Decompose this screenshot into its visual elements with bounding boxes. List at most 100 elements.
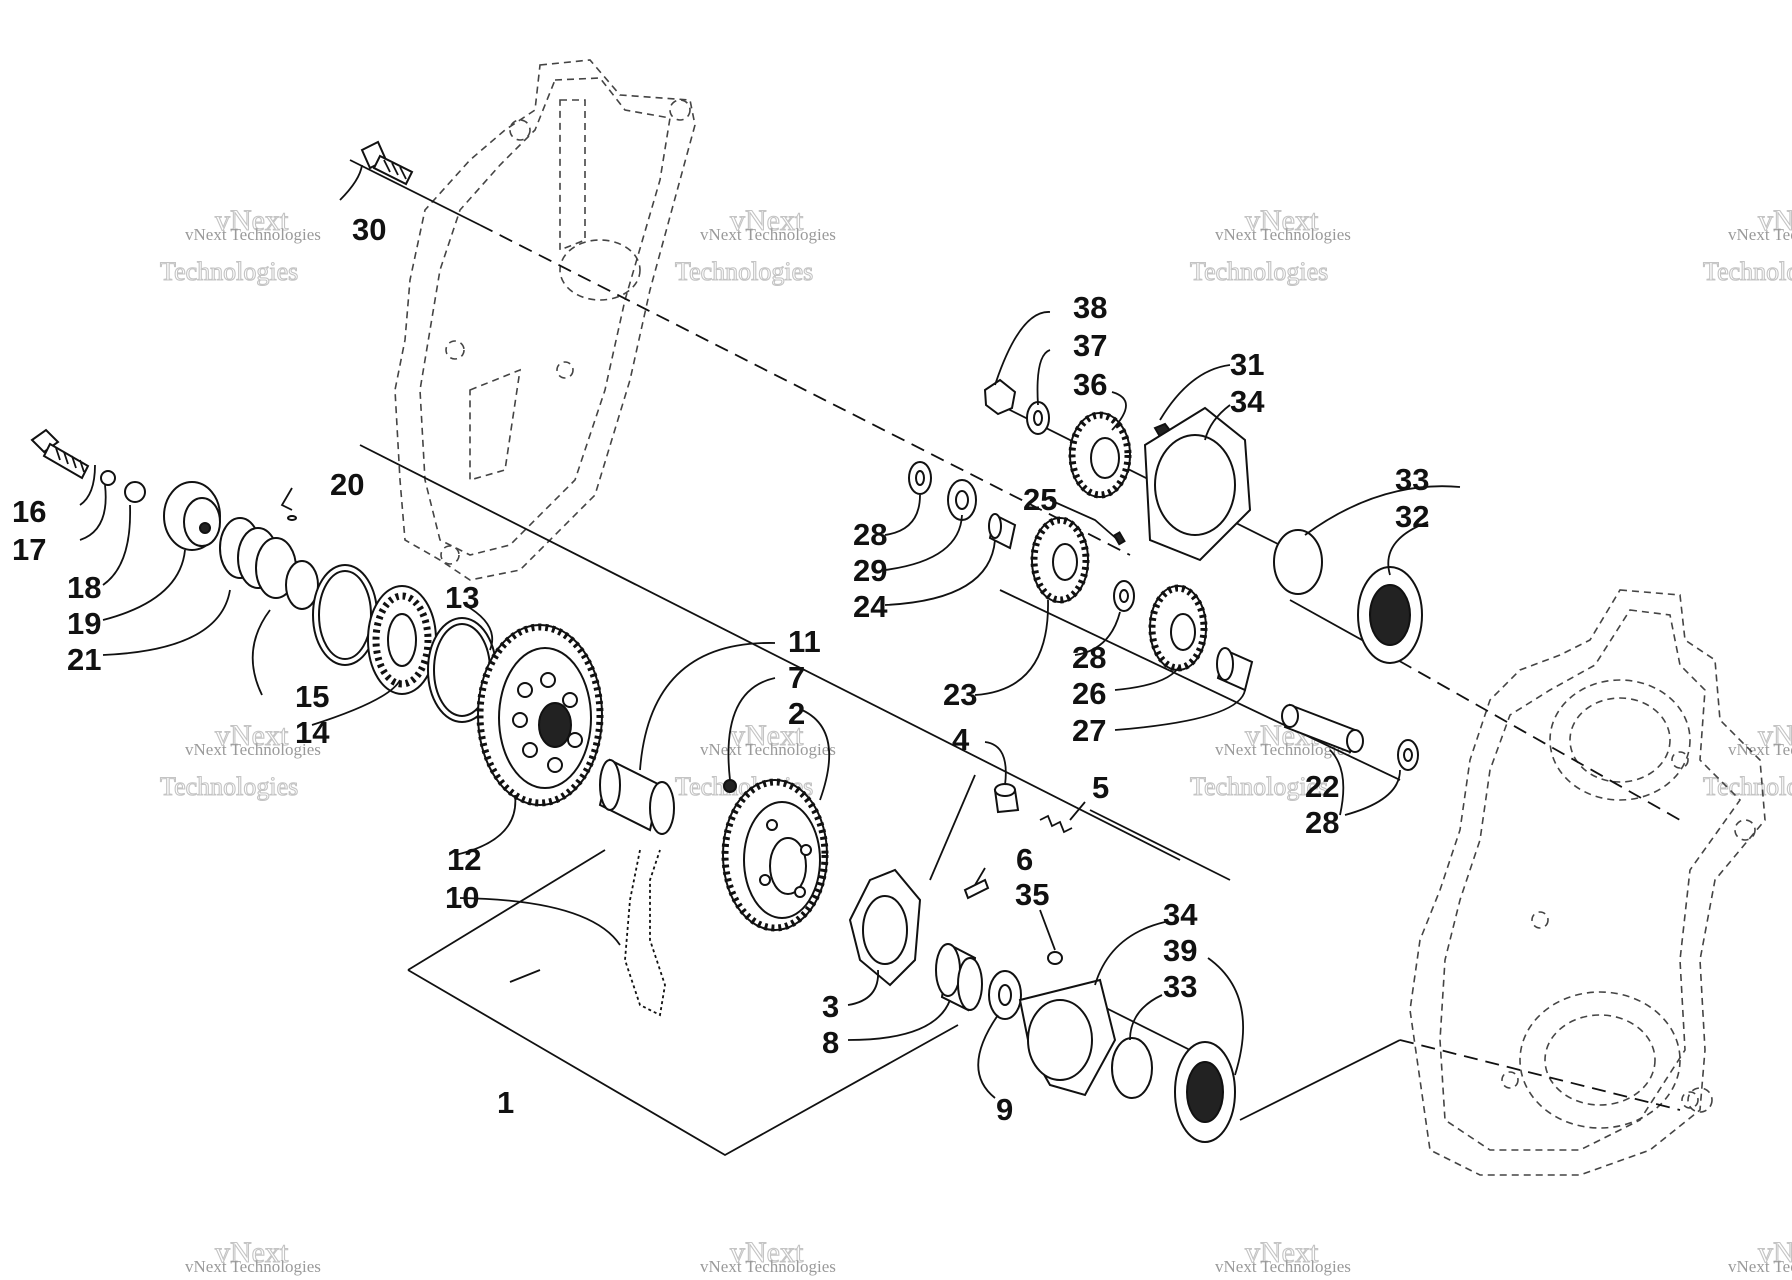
callout-1: 1	[497, 1085, 514, 1120]
callout-36: 36	[1073, 367, 1107, 402]
watermark-text: vNext	[215, 719, 289, 752]
callout-11: 11	[788, 624, 821, 659]
watermark-text: vNext	[1758, 1236, 1792, 1269]
callout-39: 39	[1163, 933, 1197, 968]
gear-26	[1148, 584, 1208, 672]
callout-35: 35	[1015, 877, 1049, 912]
sprocket-12	[476, 623, 604, 807]
watermark-text: vNext Technologies	[1728, 225, 1792, 244]
callout-20: 20	[330, 467, 364, 502]
washer-29	[947, 479, 977, 521]
brake-plate-3	[848, 868, 922, 987]
callout-26: 26	[1072, 676, 1106, 711]
callout-27: 27	[1072, 713, 1106, 748]
bolt-16	[30, 428, 90, 480]
watermark-text: vNext Technologies	[185, 225, 321, 244]
watermark: vNext vNext Technologies	[1215, 1235, 1351, 1276]
watermark-text: vNext Technologies	[1728, 740, 1792, 759]
callout-4: 4	[952, 722, 970, 757]
right-housing	[1409, 589, 1766, 1176]
bearing-8	[935, 943, 983, 1012]
callout-33b: 33	[1163, 969, 1197, 1004]
key-20	[287, 515, 297, 521]
watermark-text: vNext	[730, 1236, 804, 1269]
nut-38	[983, 378, 1017, 416]
callout-24: 24	[853, 589, 888, 624]
watermark-text: vNext	[730, 204, 804, 237]
o-ring-33a	[1273, 529, 1323, 595]
shaft-4	[993, 783, 1020, 814]
gear-2	[721, 778, 829, 932]
watermark-text: vNext Technologies	[700, 1257, 836, 1276]
watermark-text: vNext	[730, 719, 804, 752]
callout-numbers: 30 16 17 18 19 21 20 15 14 13 12 10 11 7…	[12, 212, 1429, 1127]
callout-34a: 34	[1230, 384, 1265, 419]
washer-18	[124, 481, 146, 503]
callout-9: 9	[996, 1092, 1013, 1127]
callout-2: 2	[788, 696, 805, 731]
callout-33a: 33	[1395, 462, 1429, 497]
watermark-text: vNext Technologies	[185, 740, 321, 759]
watermark: vNext vNext Technologies Technologies	[1702, 718, 1792, 801]
watermark-text: Technologies	[1703, 257, 1792, 286]
splined-hub-11	[598, 758, 675, 835]
callout-13: 13	[445, 580, 479, 615]
washer-28b	[1113, 580, 1135, 612]
spring-5	[1039, 814, 1073, 834]
watermark: vNext vNext Technologies Technologies	[1702, 203, 1792, 286]
washer-28c	[1397, 739, 1419, 771]
gear-36	[1068, 411, 1132, 499]
bearing-32	[1357, 566, 1423, 664]
watermark: vNext vNext Technologies Technologies	[159, 203, 321, 286]
callout-38: 38	[1073, 290, 1107, 325]
watermark: vNext vNext Technologies	[185, 1235, 321, 1276]
washer-13a	[312, 564, 378, 666]
washer-37	[1026, 401, 1050, 435]
watermark-text: vNext	[215, 1236, 289, 1269]
watermark: vNext vNext Technologies Technologies	[1189, 203, 1350, 286]
hub-19	[163, 481, 221, 551]
bearing-plate-34a	[1143, 406, 1252, 562]
callout-37: 37	[1073, 328, 1107, 363]
watermark-text: Technologies	[160, 772, 298, 801]
nut-35	[1047, 951, 1063, 965]
callout-18: 18	[67, 570, 101, 605]
lock-washer-17	[100, 470, 116, 486]
callout-10: 10	[445, 880, 479, 915]
callout-31: 31	[1230, 347, 1264, 382]
thrust-bearing-14	[367, 585, 437, 695]
callout-17: 17	[12, 532, 46, 567]
watermark-text: Technologies	[1190, 257, 1328, 286]
watermark-text: vNext	[1758, 719, 1792, 752]
shaft-22	[1281, 703, 1364, 754]
callout-6: 6	[1016, 842, 1033, 877]
callout-32: 32	[1395, 499, 1429, 534]
spring-21	[219, 517, 297, 599]
callout-15: 15	[295, 679, 329, 714]
leader-lines	[79, 164, 1461, 1157]
callout-8: 8	[822, 1025, 839, 1060]
pin-7	[723, 779, 737, 793]
callout-3: 3	[822, 989, 839, 1024]
watermark-text: vNext Technologies	[700, 225, 836, 244]
gear-23	[1030, 516, 1090, 604]
watermark-text: Technologies	[675, 257, 813, 286]
chain-10	[624, 849, 666, 1017]
callout-29: 29	[853, 553, 887, 588]
callout-7: 7	[788, 660, 805, 695]
callout-28a: 28	[853, 517, 887, 552]
screw-6	[963, 878, 990, 900]
callout-34b: 34	[1163, 897, 1198, 932]
watermark-layer: vNext vNext Technologies Technologies vN…	[159, 203, 1792, 1276]
watermark-text: Technologies	[160, 257, 298, 286]
watermark-text: vNext	[1758, 204, 1792, 237]
callout-22: 22	[1305, 769, 1339, 804]
watermark: vNext vNext Technologies	[700, 1235, 836, 1276]
callout-16: 16	[12, 494, 46, 529]
bolt-30	[360, 140, 414, 186]
o-ring-33b	[1111, 1037, 1153, 1099]
snap-ring-15	[285, 560, 319, 610]
watermark-text: vNext Technologies	[1215, 740, 1351, 759]
callout-28b: 28	[1072, 640, 1106, 675]
